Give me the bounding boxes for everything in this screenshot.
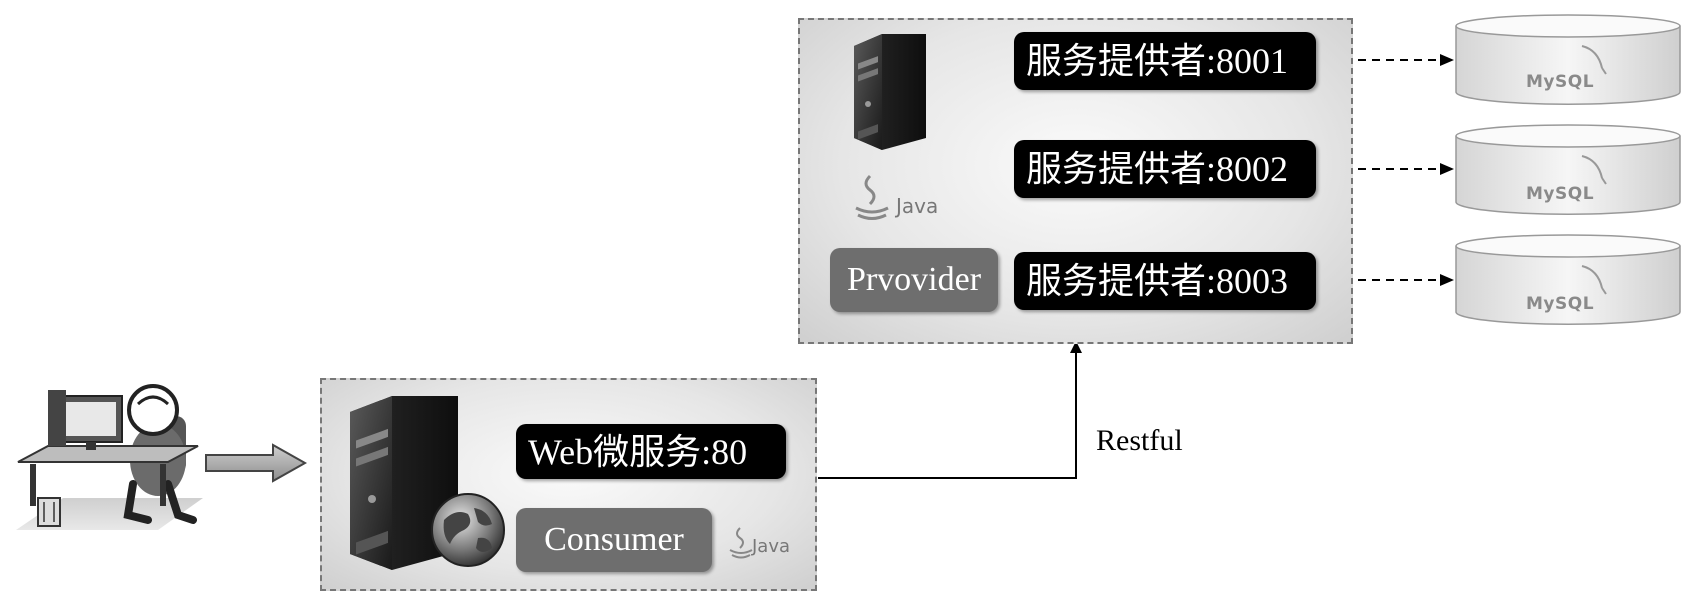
restful-label: Restful xyxy=(1096,424,1183,457)
database-icon xyxy=(1455,234,1681,325)
java-logo-icon xyxy=(729,527,753,559)
server-icon xyxy=(350,396,458,570)
mysql-logo-text: MySQL xyxy=(1526,72,1595,92)
database-icon xyxy=(1455,124,1681,215)
globe-icon xyxy=(431,493,505,567)
provider-instance-8002: 服务提供者:8002 xyxy=(1014,140,1316,198)
provider-role-badge: Prvovider xyxy=(830,248,998,312)
mysql-logo-text: MySQL xyxy=(1526,184,1595,204)
java-logo-text: Java xyxy=(896,194,939,218)
provider-instance-8001: 服务提供者:8001 xyxy=(1014,32,1316,90)
java-logo-text: Java xyxy=(752,536,791,557)
java-logo-icon xyxy=(855,174,889,220)
server-icon xyxy=(854,34,926,150)
mysql-logo-text: MySQL xyxy=(1526,294,1595,314)
request-arrow xyxy=(205,443,308,483)
user-at-desk-icon xyxy=(16,384,203,530)
provider-instance-8003: 服务提供者:8003 xyxy=(1014,252,1316,310)
consumer-role-badge: Consumer xyxy=(516,508,712,572)
web-service-label: Web微服务:80 xyxy=(516,424,786,479)
restful-connector xyxy=(818,341,1082,479)
database-icon xyxy=(1455,14,1681,105)
